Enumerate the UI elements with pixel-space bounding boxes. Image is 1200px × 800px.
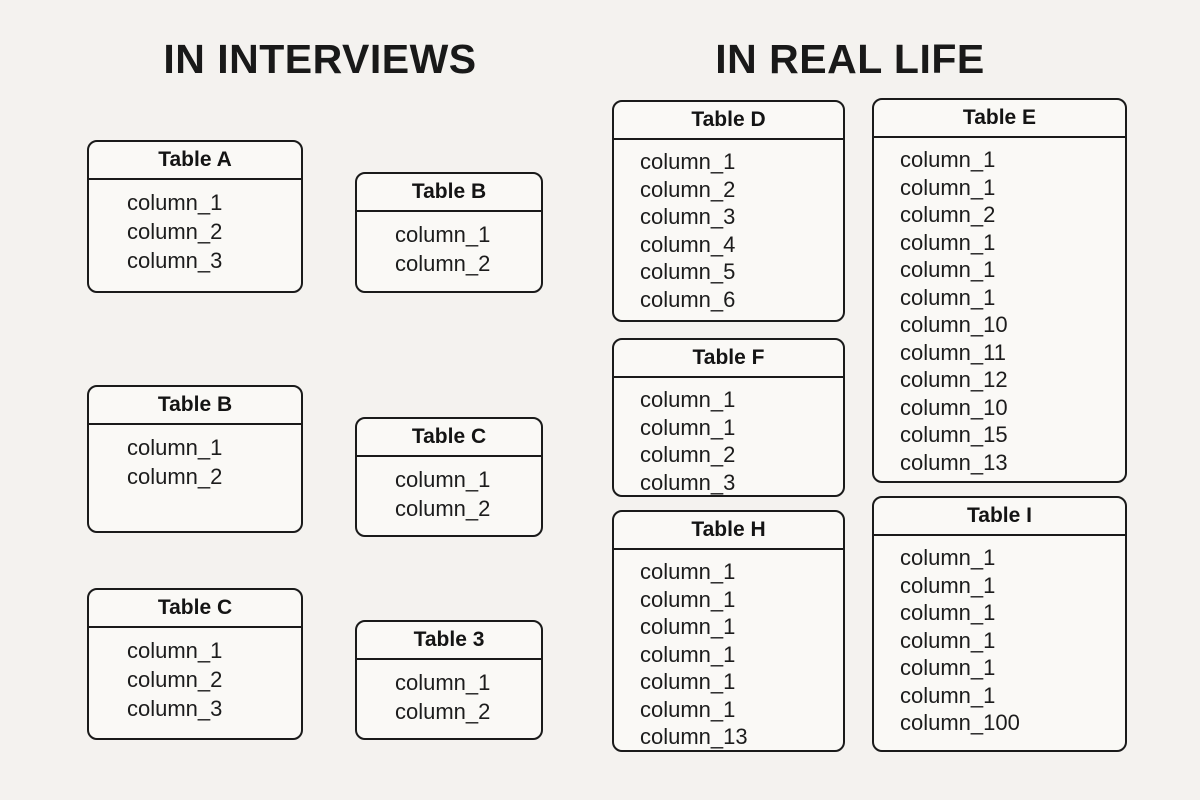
table-title: Table 3	[357, 622, 541, 660]
column-row: column_3	[640, 204, 736, 229]
column-row: column_3	[127, 248, 223, 273]
table-c-mid-interviews: Table C column_1 column_2	[355, 417, 543, 537]
table-b-mid-interviews: Table B column_1 column_2	[87, 385, 303, 533]
column-row: column_2	[640, 176, 736, 202]
column-row: column_1	[395, 670, 491, 695]
table-title: Table C	[89, 590, 301, 628]
column-row: column_10	[900, 394, 1008, 420]
column-row: column_1	[900, 174, 996, 200]
table-title: Table C	[357, 419, 541, 457]
table-body: column_1 column_2 column_3	[89, 628, 301, 729]
column-row: column_1	[900, 257, 996, 282]
column-row: column_2	[900, 202, 996, 227]
section-title-real-life: IN REAL LIFE	[715, 36, 985, 82]
column-row: column_2	[127, 667, 223, 692]
column-row: column_5	[640, 259, 736, 284]
column-row: column_1	[640, 586, 736, 612]
table-body: column_1 column_2	[357, 457, 541, 529]
column-row: column_1	[127, 190, 223, 215]
column-row: column_3	[640, 469, 736, 495]
column-row: column_1	[900, 147, 996, 172]
table-title: Table F	[614, 340, 843, 378]
column-row: column_1	[127, 435, 223, 460]
table-b-top-interviews: Table B column_1 column_2	[355, 172, 543, 293]
column-row: column_1	[900, 627, 996, 653]
column-row: column_1	[640, 414, 736, 440]
column-row: column_1	[640, 149, 736, 174]
table-body: column_1 column_2	[357, 212, 541, 284]
table-a-interviews: Table A column_1 column_2 column_3	[87, 140, 303, 293]
column-row: column_1	[127, 638, 223, 663]
column-row: column_13	[640, 724, 748, 749]
column-row: column_2	[127, 219, 223, 244]
table-c-bottom-interviews: Table C column_1 column_2 column_3	[87, 588, 303, 740]
column-row: column_1	[900, 655, 996, 680]
section-title-interviews: IN INTERVIEWS	[163, 36, 477, 82]
column-row: column_1	[395, 467, 491, 492]
table-3-interviews: Table 3 column_1 column_2	[355, 620, 543, 740]
column-row: column_1	[640, 614, 736, 639]
column-row: column_2	[395, 699, 491, 724]
column-row: column_2	[395, 251, 491, 276]
column-row: column_4	[640, 231, 736, 257]
column-row: column_12	[900, 367, 1008, 392]
column-row: column_1	[640, 559, 736, 584]
column-row: column_10	[900, 312, 1008, 337]
column-row: column_1	[395, 222, 491, 247]
table-title: Table A	[89, 142, 301, 180]
table-body: column_1 column_2 column_3	[89, 180, 301, 281]
column-row: column_1	[900, 229, 996, 255]
column-row: column_1	[900, 682, 996, 708]
column-row: column_15	[900, 422, 1008, 447]
column-row: column_1	[640, 641, 736, 667]
column-row: column_1	[640, 387, 736, 412]
column-row: column_1	[640, 669, 736, 694]
column-row: column_1	[900, 600, 996, 625]
column-row: column_1	[640, 696, 736, 722]
column-row: column_100	[900, 710, 1020, 735]
table-body: column_1 column_2	[357, 660, 541, 732]
table-title: Table B	[357, 174, 541, 212]
column-row: column_1	[900, 545, 996, 570]
column-row: column_6	[640, 286, 736, 312]
column-row: column_2	[640, 442, 736, 467]
table-title: Table B	[89, 387, 301, 425]
column-row: column_1	[900, 284, 996, 310]
table-title: Table I	[874, 498, 1125, 536]
table-title: Table H	[614, 512, 843, 550]
table-title: Table E	[874, 100, 1125, 138]
column-row: column_2	[395, 496, 491, 521]
column-row: column_13	[900, 449, 1008, 475]
column-row: column_3	[127, 696, 223, 721]
table-body: column_1 column_2	[89, 425, 301, 497]
column-row: column_1	[900, 572, 996, 598]
table-title: Table D	[614, 102, 843, 140]
column-row: column_11	[900, 339, 1006, 365]
column-row: column_2	[127, 464, 223, 489]
